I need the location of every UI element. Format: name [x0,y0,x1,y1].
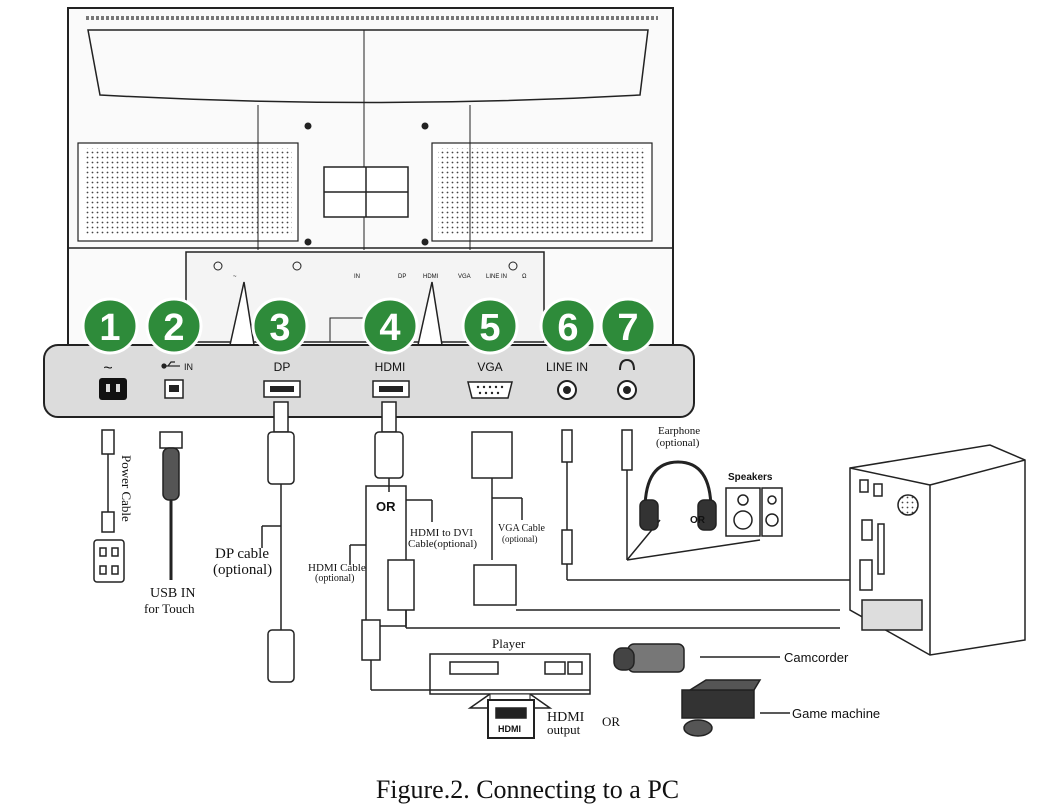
power-port [99,378,127,400]
panel-label-power: ~ [103,360,112,377]
game-machine-icon [681,679,790,737]
audio-or-label: OR [690,515,706,526]
dp-cable-optional-label: (optional) [213,562,272,578]
small-label-usb: IN [354,274,360,280]
linein-cable [561,429,850,581]
hdmi-plate-label: HDMI [498,724,521,734]
headphone-icon [619,358,635,371]
svg-text:2: 2 [163,307,184,349]
power-cable [93,429,125,583]
headphones-icon [639,460,717,531]
small-label-dp: DP [398,274,406,280]
hdmi-cable [349,401,840,691]
vga-cable [471,431,840,611]
speakers-label: Speakers [728,472,773,483]
svg-text:6: 6 [557,307,578,349]
svg-text:7: 7 [617,307,638,349]
panel-label-vga: VGA [477,360,502,374]
camcorder-icon [613,643,780,673]
hdmi-cable-optional-label: (optional) [315,573,354,584]
usb-in-label: USB IN [150,586,196,601]
hdmi-output-output-label: output [547,722,581,737]
player-icon [429,653,591,739]
player-label: Player [492,636,526,651]
pc-tower-icon [849,444,1026,656]
svg-text:5: 5 [479,307,500,349]
text-labels: Power Cable USB IN for Touch DP cable (o… [119,425,880,737]
port-panel: ~ IN DP HDMI VGA LINE IN [43,344,695,418]
dp-cable-label: DP cable [215,546,269,562]
vga-cable-optional-label: (optional) [502,534,538,544]
badge-7: 7 [599,297,657,355]
svg-text:1: 1 [99,307,120,349]
cables [93,401,850,691]
or-label-hdmi: OR [376,499,396,514]
small-label-vga: VGA [458,274,471,280]
source-or-label: OR [602,714,620,729]
rear-panel-small-labels: ~ IN DP HDMI VGA LINE IN Ω [233,274,527,280]
panel-label-linein: LINE IN [546,360,588,374]
panel-label-usb: IN [184,362,193,372]
earphone-optional-label: (optional) [656,437,700,449]
hdmi-dvi-optional-label: Cable(optional) [408,538,477,550]
badge-1: 1 [81,297,139,355]
monitor-back [67,7,674,349]
hdmi-dvi-label: HDMI to DVI [410,527,473,539]
small-label-hdmi: HDMI [423,274,439,280]
port-number-badges: 1 2 3 4 5 6 7 [81,297,657,355]
panel-label-dp: DP [274,360,291,374]
power-cable-label: Power Cable [119,455,134,522]
small-label-headphone: Ω [522,274,527,280]
usb-symbol-icon [161,361,180,369]
badge-6: 6 [539,297,597,355]
figure-caption: Figure.2. Connecting to a PC [375,775,680,804]
hdmi-output-label: HDMI [547,710,585,725]
game-machine-label: Game machine [792,706,880,721]
speakers-icon [725,487,783,537]
earphone-label: Earphone [658,425,700,437]
vga-cable-label: VGA Cable [498,523,546,534]
usb-for-touch-label: for Touch [144,601,195,616]
badge-5: 5 [461,297,519,355]
badge-2: 2 [145,297,203,355]
hdmi-cable-label: HDMI Cable [308,562,366,574]
svg-text:4: 4 [379,307,400,349]
small-label-power: ~ [233,274,237,280]
small-label-linein: LINE IN [486,274,507,280]
badge-3: 3 [251,297,309,355]
usb-cable [159,431,183,580]
panel-label-hdmi: HDMI [375,360,406,374]
svg-text:3: 3 [269,307,290,349]
camcorder-label: Camcorder [784,650,849,665]
dp-cable [261,401,295,683]
devices [429,444,1026,739]
badge-4: 4 [361,297,419,355]
vga-port [467,381,513,399]
